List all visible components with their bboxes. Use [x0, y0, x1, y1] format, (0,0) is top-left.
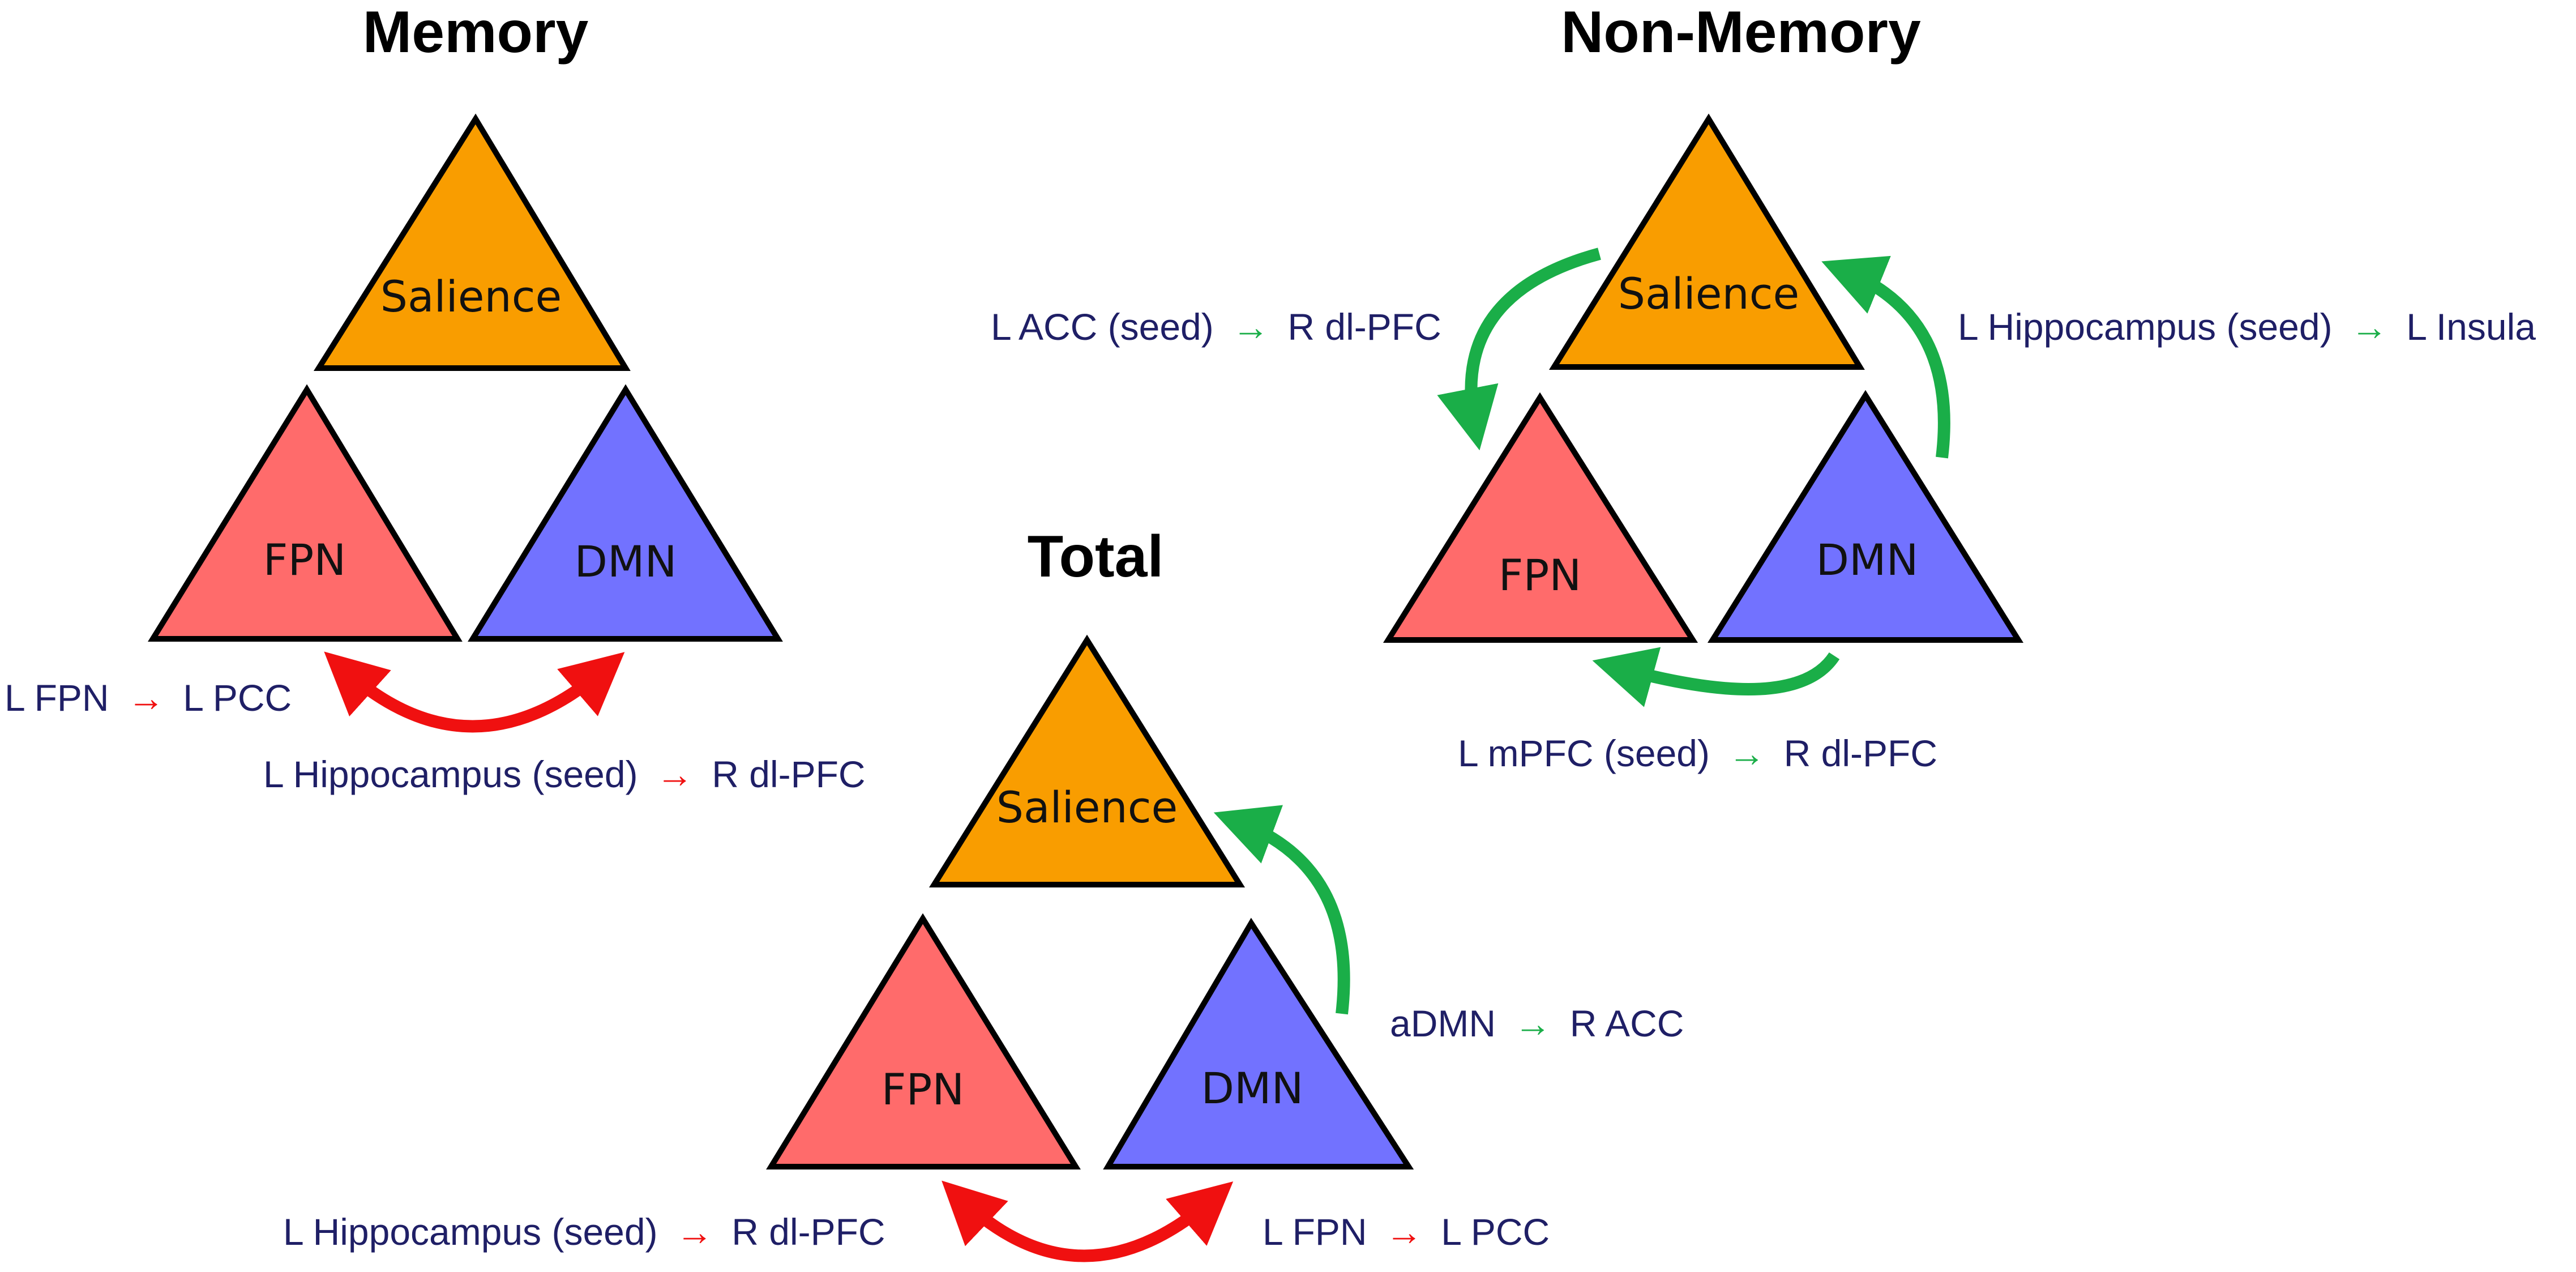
dmn-to-salience-arrow: [1821, 255, 1950, 459]
panel-memory: Memory Salience FPN DMN L FPN → L PCC L …: [5, 0, 866, 795]
dmn-triangle: [468, 384, 783, 642]
fpn-label: FPN: [882, 1064, 964, 1115]
salience-triangle: [928, 634, 1246, 887]
annotation-l-fpn-l-pcc: L FPN → L PCC: [1263, 1211, 1550, 1253]
panel-non-memory: Non-Memory Salience FPN DMN L ACC (seed)…: [991, 0, 2536, 774]
dmn-to-fpn-arrow: [1592, 647, 1840, 707]
annotation-l-hippocampus-l-insula: L Hippocampus (seed) → L Insula: [1958, 306, 2536, 348]
annotation-l-mpfc-r-dlpfc: L mPFC (seed) → R dl-PFC: [1458, 732, 1937, 774]
fpn-triangle: [148, 384, 463, 642]
salience-to-fpn-arrow: [1437, 247, 1601, 451]
annotation-l-hippocampus-r-dlpfc: L Hippocampus (seed) → R dl-PFC: [283, 1211, 885, 1253]
fpn-label: FPN: [1499, 550, 1581, 600]
annotation-l-hippocampus-r-dlpfc: L Hippocampus (seed) → R dl-PFC: [263, 753, 866, 795]
salience-label: Salience: [380, 271, 562, 322]
salience-label: Salience: [996, 782, 1178, 833]
dmn-label: DMN: [1816, 535, 1919, 585]
annotation-l-fpn-l-pcc: L FPN → L PCC: [5, 677, 292, 719]
salience-triangle: [1548, 113, 1865, 370]
fpn-dmn-bidirectional-arrow: [324, 651, 625, 733]
fpn-dmn-bidirectional-arrow: [942, 1180, 1234, 1262]
panel-title: Non-Memory: [1561, 0, 1921, 65]
salience-triangle: [313, 113, 631, 371]
dmn-to-salience-arrow: [1213, 805, 1350, 1015]
fpn-triangle: [766, 913, 1081, 1169]
panel-total: Total Salience FPN DMN aDMN → R ACC L Hi…: [283, 524, 1684, 1262]
salience-label: Salience: [1618, 268, 1800, 319]
dmn-triangle: [1707, 390, 2024, 643]
annotation-admn-r-acc: aDMN → R ACC: [1390, 1002, 1684, 1044]
panel-title: Total: [1028, 524, 1164, 590]
fpn-triangle: [1383, 392, 1698, 643]
fpn-label: FPN: [263, 535, 346, 585]
dmn-triangle: [1103, 917, 1414, 1169]
panel-title: Memory: [363, 0, 589, 65]
dmn-label: DMN: [1201, 1063, 1304, 1113]
annotation-l-acc-r-dlpfc: L ACC (seed) → R dl-PFC: [991, 306, 1441, 348]
dmn-label: DMN: [575, 536, 677, 587]
